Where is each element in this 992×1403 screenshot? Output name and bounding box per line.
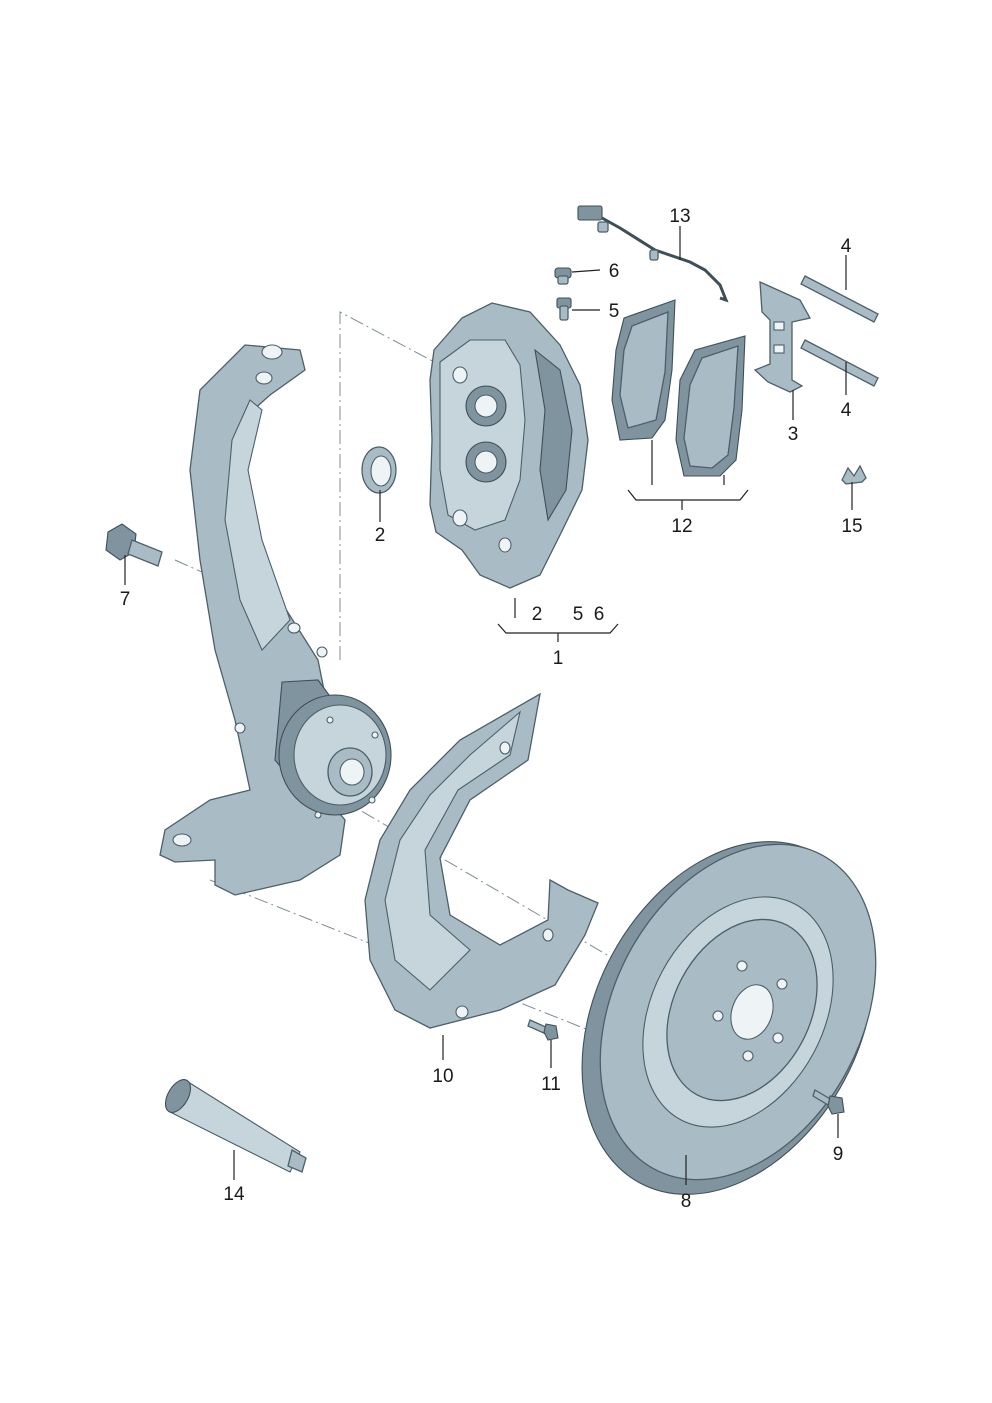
countersunk-screw: [812, 1089, 845, 1115]
steering-knuckle: [159, 344, 392, 896]
callout-12: 12: [671, 516, 692, 537]
callout-5-group: 5: [573, 604, 584, 625]
callout-5: 5: [609, 301, 620, 322]
callout-15: 15: [841, 516, 862, 537]
callout-9: 9: [833, 1144, 844, 1165]
callout-2-seal: 2: [375, 525, 386, 546]
leader-lines: [124, 226, 853, 1185]
clip: [841, 464, 867, 485]
brake-disc: [581, 841, 877, 1195]
wear-sensor: [577, 205, 729, 303]
callout-3: 3: [788, 424, 799, 445]
hex-bolt: [105, 523, 163, 567]
dust-cap: [554, 267, 572, 285]
brake-caliper: [429, 302, 589, 589]
callout-8: 8: [681, 1191, 692, 1212]
seal-ring: [361, 446, 397, 494]
callout-10: 10: [432, 1066, 453, 1087]
callout-13: 13: [669, 206, 690, 227]
callout-4-top: 4: [841, 236, 852, 257]
callout-14: 14: [223, 1184, 245, 1205]
callout-2-group: 2: [532, 604, 543, 625]
callout-11: 11: [541, 1074, 561, 1095]
callout-6-group: 6: [594, 604, 605, 625]
callout-labels: 13 4 6 5 4 3 2 12 15 7 2 5 6 1 10 11 9 1…: [120, 206, 863, 1212]
brake-pads: [611, 299, 746, 477]
bleeder-valve: [556, 297, 572, 321]
callout-7: 7: [120, 589, 131, 610]
guide-pins: [800, 275, 879, 387]
grease-tube: [164, 1079, 307, 1173]
shield-bolt: [527, 1019, 559, 1041]
splash-shield: [364, 692, 599, 1029]
callout-6: 6: [609, 261, 620, 282]
retaining-spring: [753, 280, 811, 393]
callout-4-bottom: 4: [841, 400, 852, 421]
callout-1: 1: [553, 648, 564, 669]
